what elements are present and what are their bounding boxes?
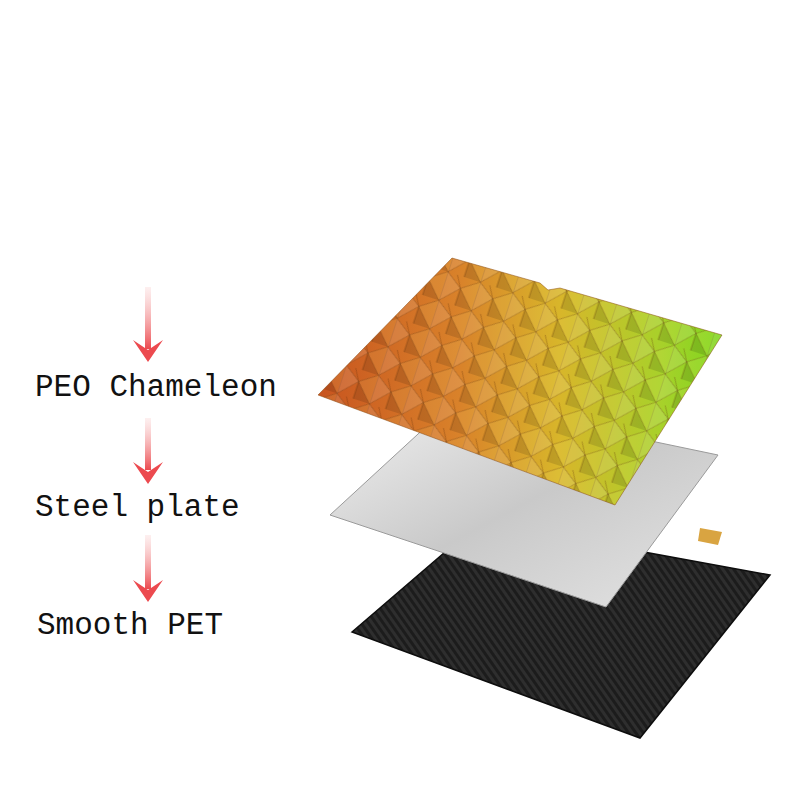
down-arrow — [133, 418, 163, 484]
down-arrow — [133, 535, 163, 602]
layer-label: Steel plate — [35, 490, 240, 526]
layer-label: Smooth PET — [37, 608, 223, 644]
down-arrow — [133, 287, 163, 362]
layer-label: PEO Chameleon — [35, 370, 277, 406]
peo-sheet — [318, 258, 722, 505]
